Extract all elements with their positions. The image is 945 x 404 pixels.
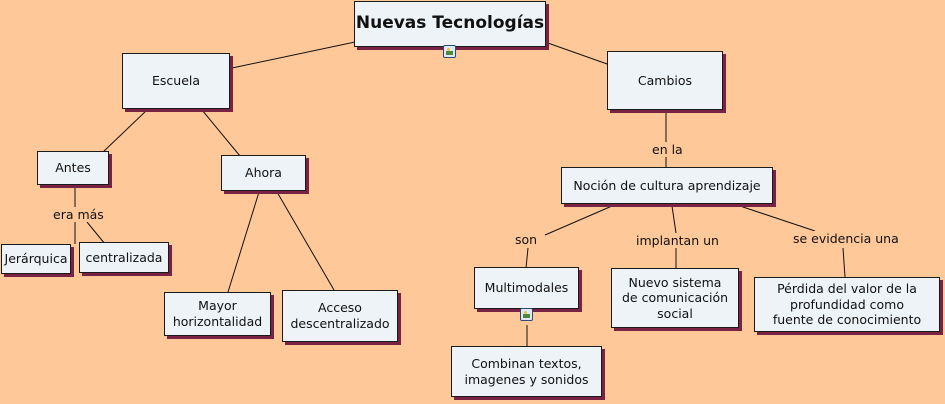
node-nuevo-sistema[interactable]: Nuevo sistema de comunicación social: [611, 268, 739, 328]
node-cambios[interactable]: Cambios: [607, 51, 723, 110]
node-perdida-valor[interactable]: Pérdida del valor de la profundidad como…: [754, 277, 940, 332]
node-combinan-textos[interactable]: Combinan textos, imagenes y sonidos: [451, 346, 602, 397]
link-label-son: son: [512, 232, 541, 247]
node-acceso-descentralizado[interactable]: Acceso descentralizado: [282, 290, 398, 342]
link-label-era-mas: era más: [50, 207, 107, 222]
image-icon[interactable]: [443, 45, 456, 58]
node-escuela[interactable]: Escuela: [122, 53, 230, 109]
link-label-implantan-un: implantan un: [633, 233, 722, 248]
node-centralizada[interactable]: centralizada: [79, 242, 169, 273]
link-label-se-evidencia-una: se evidencia una: [790, 231, 902, 246]
link-label-en-la: en la: [649, 142, 686, 157]
node-ahora[interactable]: Ahora: [221, 155, 306, 191]
image-icon[interactable]: [520, 308, 533, 321]
node-jerarquica[interactable]: Jerárquica: [1, 244, 71, 274]
node-nocion-cultura[interactable]: Noción de cultura aprendizaje: [561, 167, 773, 204]
node-multimodales[interactable]: Multimodales: [474, 267, 579, 309]
node-mayor-horizontalidad[interactable]: Mayor horizontalidad: [164, 292, 271, 336]
node-antes[interactable]: Antes: [37, 151, 109, 185]
node-nuevas-tecnologias[interactable]: Nuevas Tecnologías: [354, 1, 546, 47]
